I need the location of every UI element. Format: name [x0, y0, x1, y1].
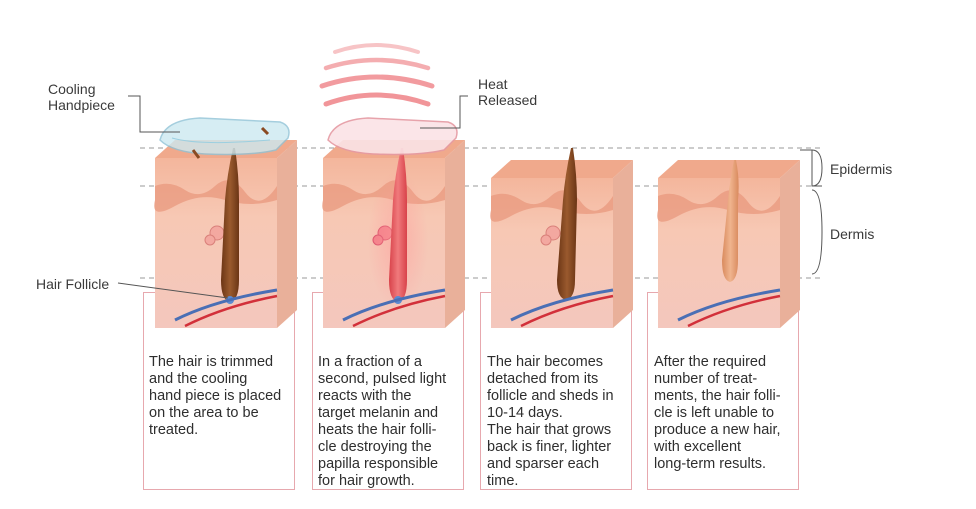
step-text-3: The hair becomes detached from its folli…: [487, 354, 614, 489]
callout-leaders: [117, 95, 823, 299]
heated-handpiece-icon: [327, 117, 458, 156]
skin-block-4: [657, 160, 800, 328]
handpiece-icon: [159, 117, 290, 159]
dermis-label: Dermis: [830, 226, 875, 242]
epidermis-label: Epidermis: [830, 161, 893, 177]
step-text-2: In a fraction of a second, pulsed light …: [318, 354, 447, 489]
skin-block-2: [322, 140, 465, 328]
heat-released-label: Heat Released: [478, 76, 538, 108]
step-text-4: After the required number of treat- ment…: [654, 354, 781, 472]
step-text-1: The hair is trimmed and the cooling hand…: [149, 354, 282, 438]
skin-block-3: [490, 148, 633, 328]
hair-follicle-label: Hair Follicle: [36, 276, 110, 292]
skin-block-1: [154, 140, 297, 328]
cooling-handpiece-label: Cooling Handpiece: [48, 81, 115, 113]
heat-waves-icon: [319, 43, 435, 107]
